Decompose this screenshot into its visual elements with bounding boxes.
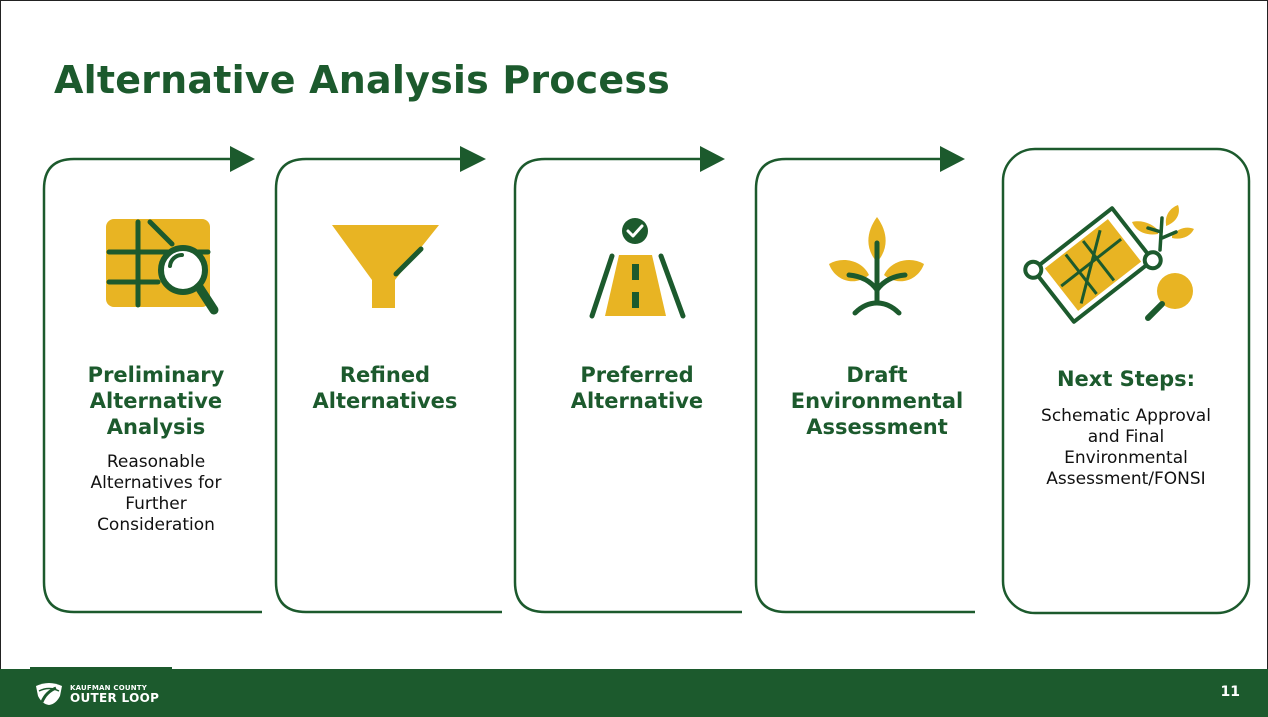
step-4-text: Draft Environmental Assessment xyxy=(768,362,986,440)
step-3-text: Preferred Alternative xyxy=(535,362,739,414)
step-4-heading: Draft Environmental Assessment xyxy=(768,362,986,440)
map-magnifier-icon xyxy=(106,219,219,315)
step-1-description-line: Consideration xyxy=(97,515,215,535)
step-1-heading: Preliminary Alternative Analysis xyxy=(52,362,260,440)
step-5-heading-line: Next Steps: xyxy=(1056,367,1196,391)
step-2-frame xyxy=(274,157,502,614)
slide-title: Alternative Analysis Process xyxy=(54,58,670,102)
map-plant-magnifier-icon xyxy=(1023,205,1194,324)
step-4-heading-line: Environmental xyxy=(790,389,964,413)
step-1-heading-line: Analysis xyxy=(106,415,206,439)
step-5-heading: Next Steps: xyxy=(1010,366,1242,392)
step-5-frame xyxy=(1001,147,1251,615)
step-2-heading-line: Refined xyxy=(339,363,431,387)
step-3-heading: Preferred Alternative xyxy=(535,362,739,414)
page-number: 11 xyxy=(1220,684,1240,700)
plant-sprout-icon xyxy=(829,217,924,316)
step-4-heading-line: Assessment xyxy=(806,415,948,439)
step-2-heading: Refined Alternatives xyxy=(283,362,487,414)
footer-notch xyxy=(30,667,172,670)
step-4-arrow-icon xyxy=(940,146,965,172)
step-1-heading-line: Preliminary xyxy=(87,363,225,387)
step-1-frame xyxy=(42,157,262,614)
funnel-icon xyxy=(332,225,439,308)
step-3-heading-line: Preferred xyxy=(580,363,694,387)
step-2-arrow-icon xyxy=(460,146,486,172)
logo-line-2: OUTER LOOP xyxy=(70,690,160,705)
step-1-description-line: Alternatives for xyxy=(90,473,222,493)
step-2-text: Refined Alternatives xyxy=(283,362,487,414)
road-check-icon xyxy=(589,218,686,319)
road-shield-icon xyxy=(36,683,62,705)
step-1-description-line: Reasonable xyxy=(106,452,206,472)
footer-bar xyxy=(0,669,1268,717)
step-5-description-line: Environmental xyxy=(1064,448,1188,468)
step-3-frame xyxy=(513,157,742,614)
step-1-description-line: Further xyxy=(125,494,187,514)
logo-line-1: KAUFMAN COUNTY xyxy=(70,683,148,692)
step-1-text: Preliminary Alternative Analysis Reasona… xyxy=(52,362,260,536)
step-3-heading-line: Alternative xyxy=(570,389,704,413)
step-1-description: Reasonable Alternatives for Further Cons… xyxy=(52,452,260,536)
step-4-frame xyxy=(754,157,975,614)
step-5-description-line: Schematic Approval xyxy=(1041,406,1211,426)
step-4-heading-line: Draft xyxy=(846,363,908,387)
step-5-description-line: Assessment/FONSI xyxy=(1046,469,1206,489)
step-1-arrow-icon xyxy=(230,146,255,172)
kaufman-outer-loop-logo: KAUFMAN COUNTY OUTER LOOP xyxy=(34,682,159,706)
step-5-description: Schematic Approval and Final Environment… xyxy=(1010,406,1242,490)
step-3-arrow-icon xyxy=(700,146,725,172)
step-1-heading-line: Alternative xyxy=(89,389,223,413)
step-5-text: Next Steps: Schematic Approval and Final… xyxy=(1010,366,1242,490)
logo-text: KAUFMAN COUNTY OUTER LOOP xyxy=(70,684,159,705)
step-5-description-line: and Final xyxy=(1087,427,1165,447)
process-flow xyxy=(42,146,1251,615)
step-2-heading-line: Alternatives xyxy=(312,389,458,413)
